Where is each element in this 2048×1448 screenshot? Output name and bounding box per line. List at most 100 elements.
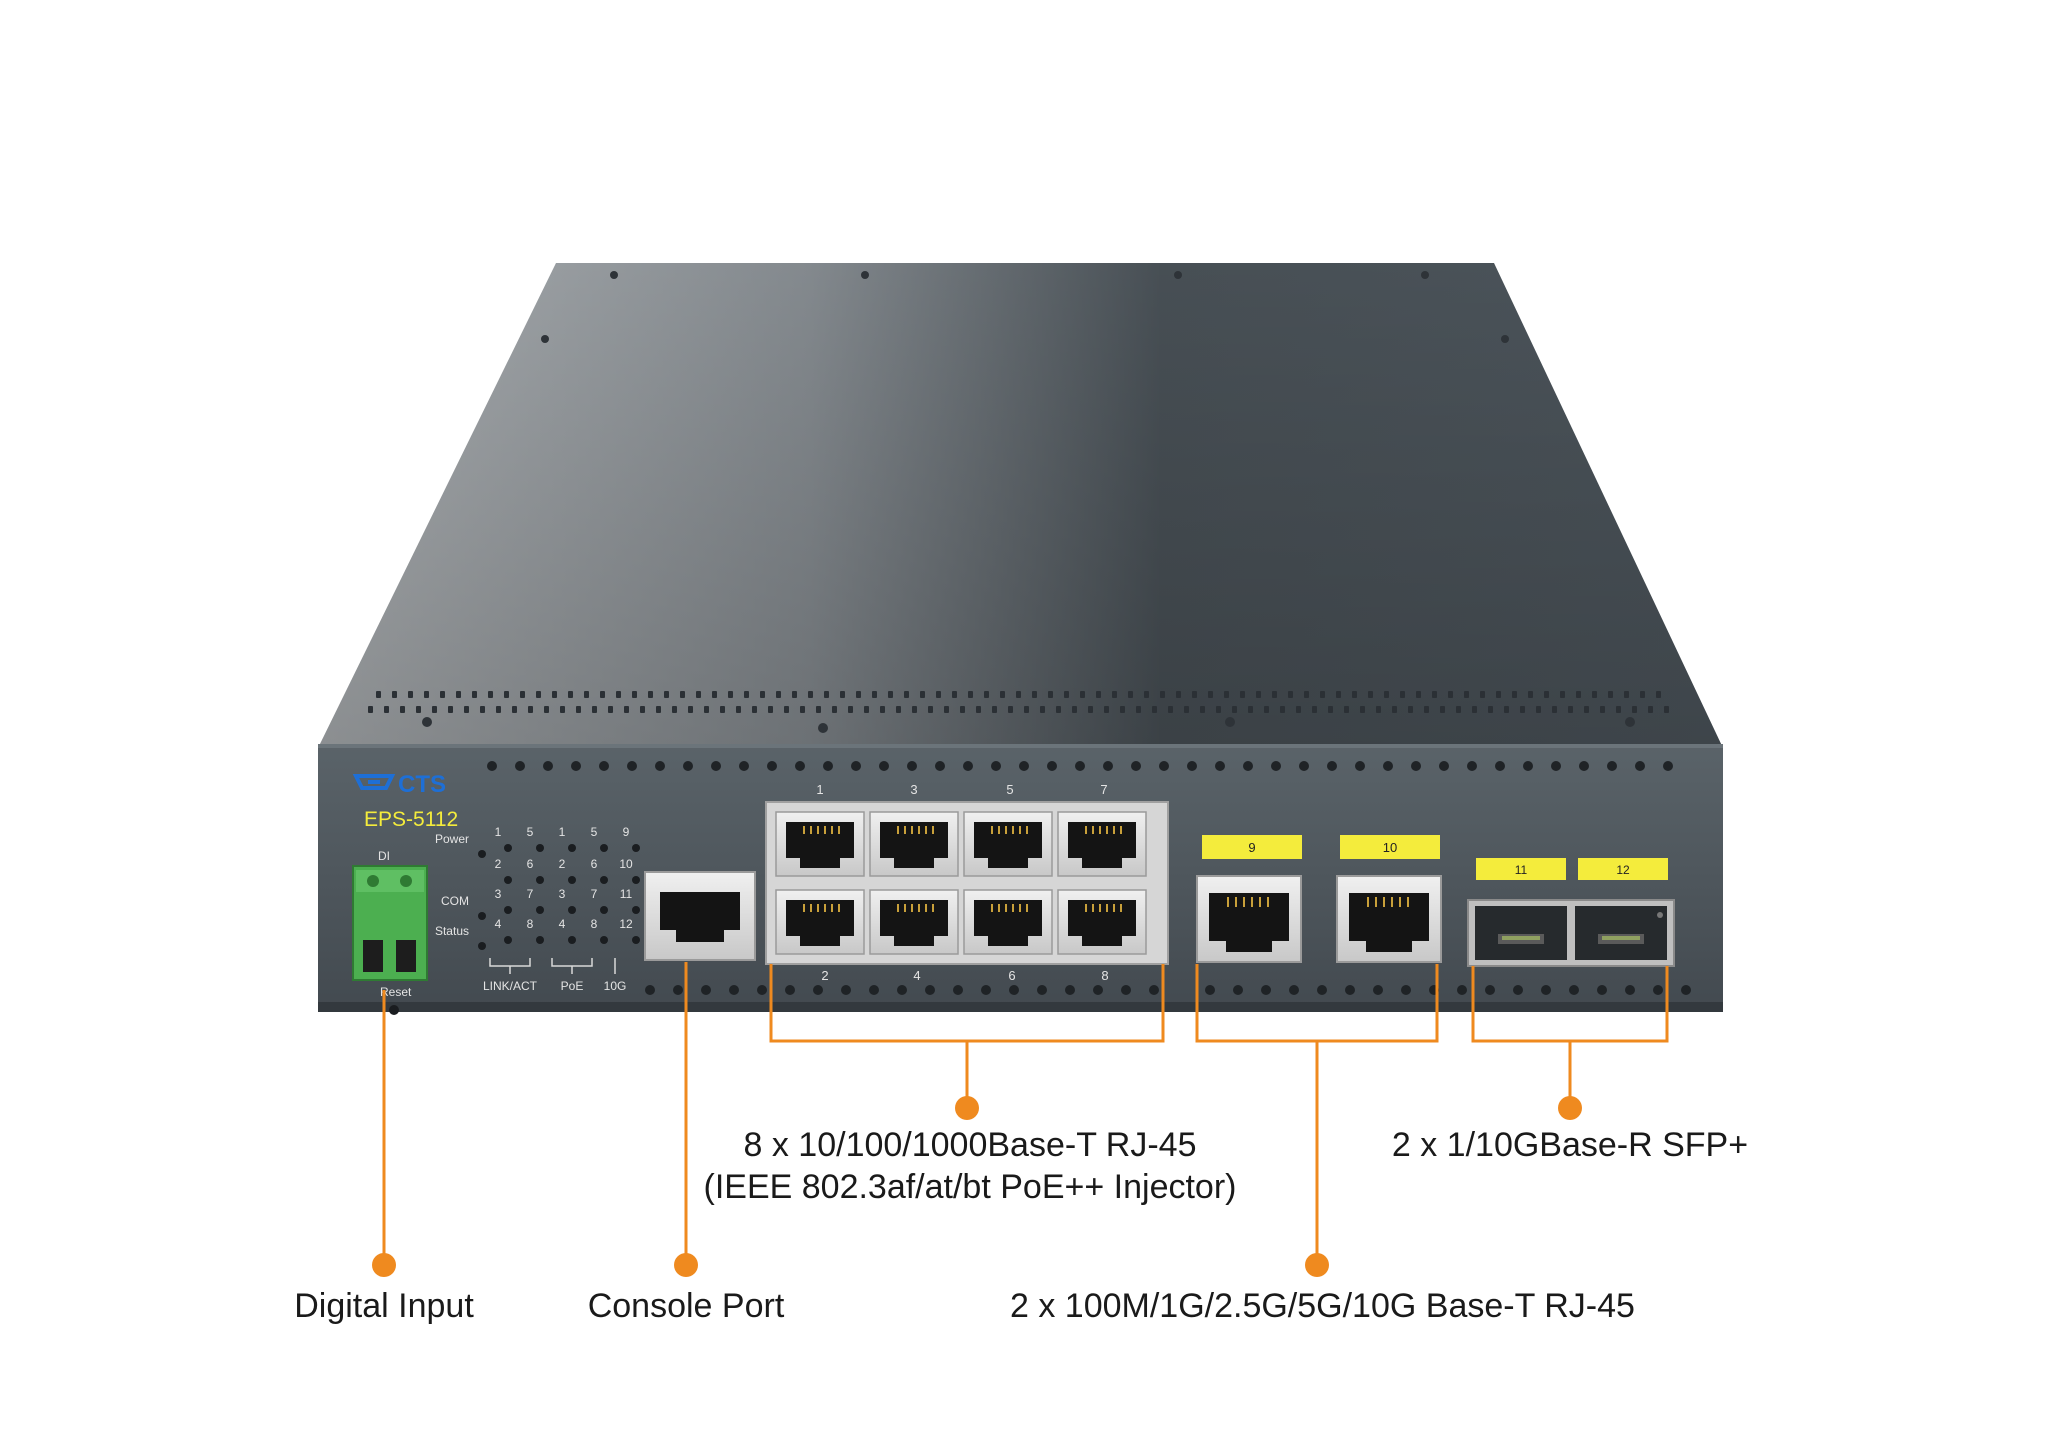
rj45-port[interactable] <box>869 811 959 877</box>
vent-hole <box>512 706 517 713</box>
led-number: 2 <box>559 857 566 871</box>
led-group-link-act: LINK/ACT <box>483 979 538 993</box>
led-number: 8 <box>527 917 534 931</box>
rj45-port[interactable] <box>775 811 865 877</box>
led-number: 4 <box>495 917 502 931</box>
sfp-port-12[interactable] <box>1575 906 1667 960</box>
vent-hole <box>925 985 935 995</box>
vent-hole <box>960 706 965 713</box>
vent-hole <box>785 985 795 995</box>
vent-hole <box>1560 691 1565 698</box>
port-11-label: 11 <box>1515 863 1528 877</box>
led-indicator <box>632 936 640 944</box>
system-leds <box>478 850 486 950</box>
led-label-com: COM <box>441 894 469 908</box>
vent-hole <box>1040 706 1045 713</box>
vent-hole <box>1312 706 1317 713</box>
vent-hole <box>1192 691 1197 698</box>
vent-hole <box>472 691 477 698</box>
vent-hole <box>1289 985 1299 995</box>
vent-hole <box>408 691 413 698</box>
led-indicator <box>536 906 544 914</box>
vent-hole <box>1544 691 1549 698</box>
vent-hole <box>739 761 749 771</box>
vent-hole <box>552 691 557 698</box>
vent-hole <box>1648 706 1653 713</box>
vent-hole <box>816 706 821 713</box>
vent-hole <box>1184 706 1189 713</box>
vent-hole <box>464 706 469 713</box>
vent-hole <box>784 706 789 713</box>
vent-hole <box>1345 985 1355 995</box>
vent-hole <box>1663 761 1673 771</box>
vent-hole <box>1016 691 1021 698</box>
vent-hole <box>1400 691 1405 698</box>
port-12-label-bg <box>1578 858 1668 880</box>
rj45-port[interactable] <box>963 811 1053 877</box>
vent-hole <box>1376 706 1381 713</box>
vent-hole <box>568 691 573 698</box>
digital-input-terminal[interactable] <box>352 865 428 981</box>
vent-hole <box>1272 691 1277 698</box>
vent-hole <box>760 691 765 698</box>
rj45-port[interactable] <box>1057 889 1147 955</box>
led-indicator <box>504 844 512 852</box>
vent-hole <box>600 691 605 698</box>
top-vent-holes <box>368 691 1669 713</box>
vent-hole <box>1215 761 1225 771</box>
rj45-port[interactable] <box>869 889 959 955</box>
vent-hole <box>928 706 933 713</box>
vent-hole <box>1264 706 1269 713</box>
front-panel-bottom-edge <box>318 1002 1723 1012</box>
led-group-poe: PoE <box>561 979 584 993</box>
vent-hole <box>1552 706 1557 713</box>
vent-hole <box>384 706 389 713</box>
sfp-port-11[interactable] <box>1475 906 1567 960</box>
rj45-port[interactable] <box>775 889 865 955</box>
multigig-port-10[interactable] <box>1336 875 1442 963</box>
vent-hole <box>432 706 437 713</box>
vent-hole <box>808 691 813 698</box>
vent-hole <box>368 706 373 713</box>
led-indicator <box>600 844 608 852</box>
brand-name: CTS <box>398 771 446 798</box>
vent-hole <box>488 691 493 698</box>
led-indicator <box>600 936 608 944</box>
led-indicator <box>632 844 640 852</box>
vent-hole <box>1424 706 1429 713</box>
reset-button[interactable] <box>389 1005 399 1015</box>
rj45-port[interactable] <box>963 889 1053 955</box>
rj45-port[interactable] <box>1057 811 1147 877</box>
vent-hole <box>1625 985 1635 995</box>
vent-hole <box>1280 706 1285 713</box>
vent-hole <box>953 985 963 995</box>
vent-hole <box>1632 706 1637 713</box>
vent-hole <box>680 691 685 698</box>
vent-hole <box>1047 761 1057 771</box>
vent-hole <box>1383 761 1393 771</box>
vent-hole <box>1624 691 1629 698</box>
vent-hole <box>1299 761 1309 771</box>
vent-hole <box>440 691 445 698</box>
vent-hole <box>1168 706 1173 713</box>
vent-hole <box>1569 985 1579 995</box>
vent-hole <box>515 761 525 771</box>
vent-hole <box>728 691 733 698</box>
multigig-port-9[interactable] <box>1196 875 1302 963</box>
console-port[interactable] <box>644 871 756 961</box>
led-number: 2 <box>495 857 502 871</box>
vent-hole <box>672 706 677 713</box>
front-vent-holes <box>487 761 1691 995</box>
vent-hole <box>768 706 773 713</box>
led-number: 1 <box>495 825 502 839</box>
vent-hole <box>1653 985 1663 995</box>
vent-hole <box>823 761 833 771</box>
vent-hole <box>704 706 709 713</box>
vent-hole <box>935 761 945 771</box>
vent-hole <box>1205 985 1215 995</box>
vent-hole <box>1160 691 1165 698</box>
vent-hole <box>1592 691 1597 698</box>
chassis-top-screws <box>422 271 1635 733</box>
vent-hole <box>1233 985 1243 995</box>
callout-console-port: Console Port <box>587 1287 785 1325</box>
